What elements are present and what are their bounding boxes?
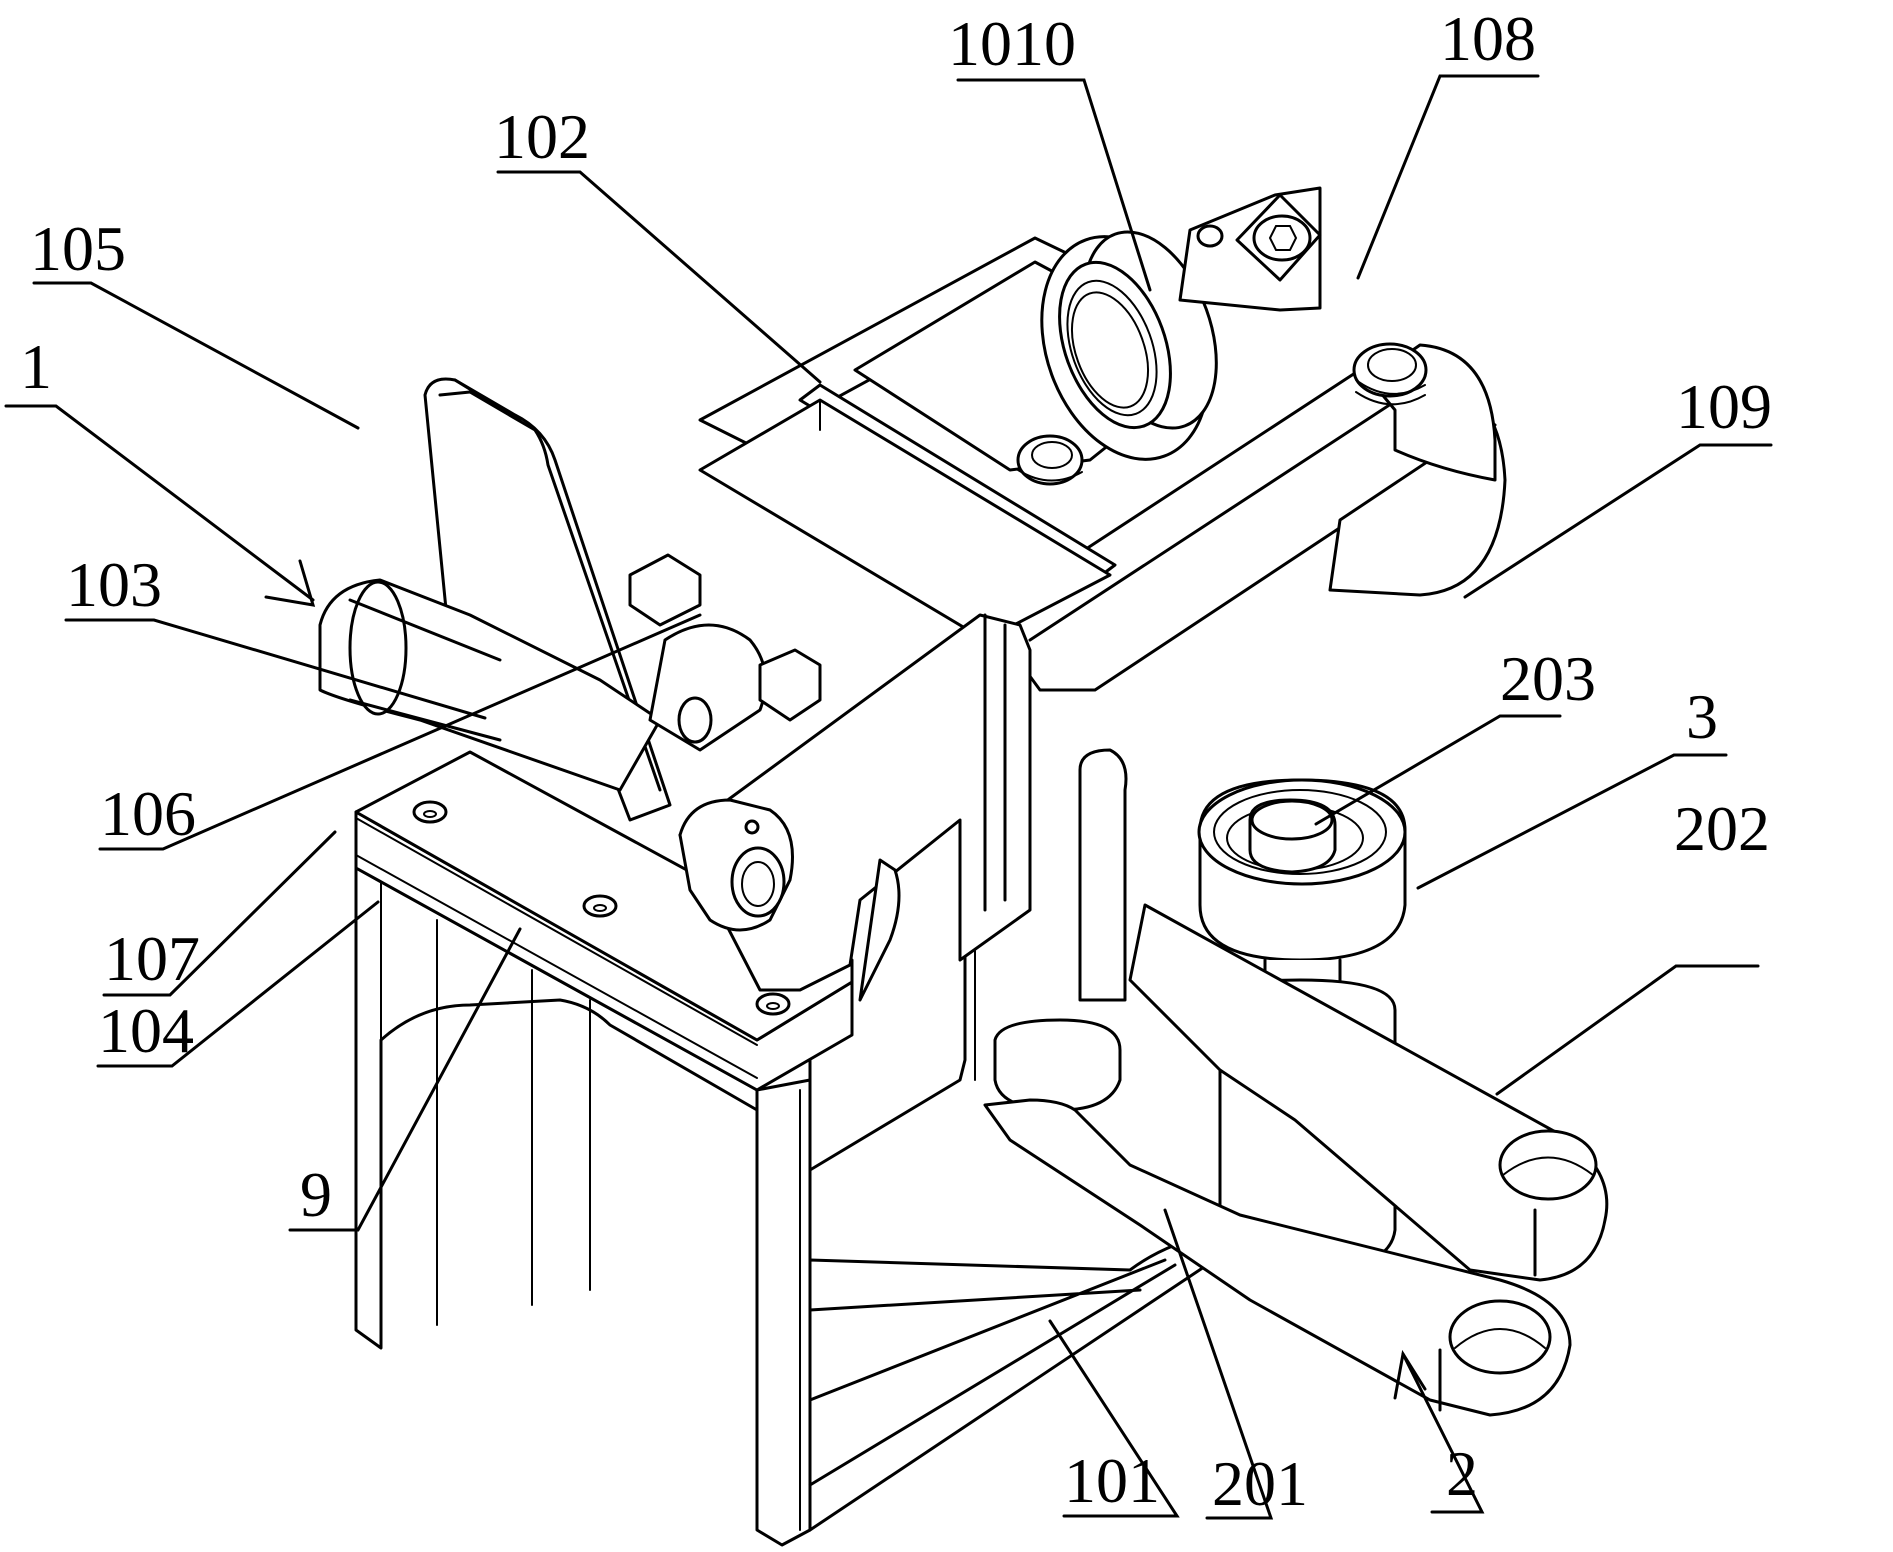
label-102: 102	[494, 101, 590, 172]
top-plate	[354, 750, 854, 1042]
base-bracket	[354, 649, 1224, 1547]
upper-link-arm	[1128, 903, 1609, 1282]
mounting-hole	[1448, 1299, 1552, 1375]
label-203: 203	[1500, 643, 1596, 714]
label-108: 108	[1440, 3, 1536, 74]
label-1010: 1010	[948, 8, 1076, 79]
lower-link-arm	[983, 1098, 1572, 1417]
label-1: 1	[20, 331, 52, 402]
label-101: 101	[1064, 1445, 1160, 1516]
label-104: 104	[98, 995, 194, 1066]
frame-main	[698, 236, 1497, 692]
pivot-pin	[678, 798, 794, 932]
label-201: 201	[1212, 1448, 1308, 1519]
label-202: 202	[1674, 793, 1770, 864]
bearing-top	[1040, 230, 1218, 461]
frame-screw	[1016, 434, 1084, 486]
oil-hole	[744, 819, 760, 835]
shaft-cylinder	[993, 748, 1128, 1112]
label-2: 2	[1446, 1438, 1478, 1509]
label-3: 3	[1686, 681, 1718, 752]
leader-lines	[4, 74, 1773, 1520]
latch-block	[628, 553, 822, 752]
mounting-hole	[1498, 1129, 1598, 1201]
label-9: 9	[300, 1159, 332, 1230]
lever-shaft	[318, 578, 662, 792]
roller-axle	[1248, 798, 1337, 874]
label-109: 109	[1676, 371, 1772, 442]
adjusting-block	[1178, 186, 1322, 312]
label-107: 107	[104, 923, 200, 994]
pivot-roller	[1328, 342, 1507, 597]
hex-socket-screw	[1252, 214, 1312, 262]
label-103: 103	[66, 549, 162, 620]
label-105: 105	[30, 213, 126, 284]
label-106: 106	[100, 778, 196, 849]
set-screw	[1196, 224, 1224, 248]
reference-labels: 1010 108 102 105 1 109 103 203 3 202 106…	[20, 3, 1772, 1519]
hook-tab	[858, 858, 901, 1002]
